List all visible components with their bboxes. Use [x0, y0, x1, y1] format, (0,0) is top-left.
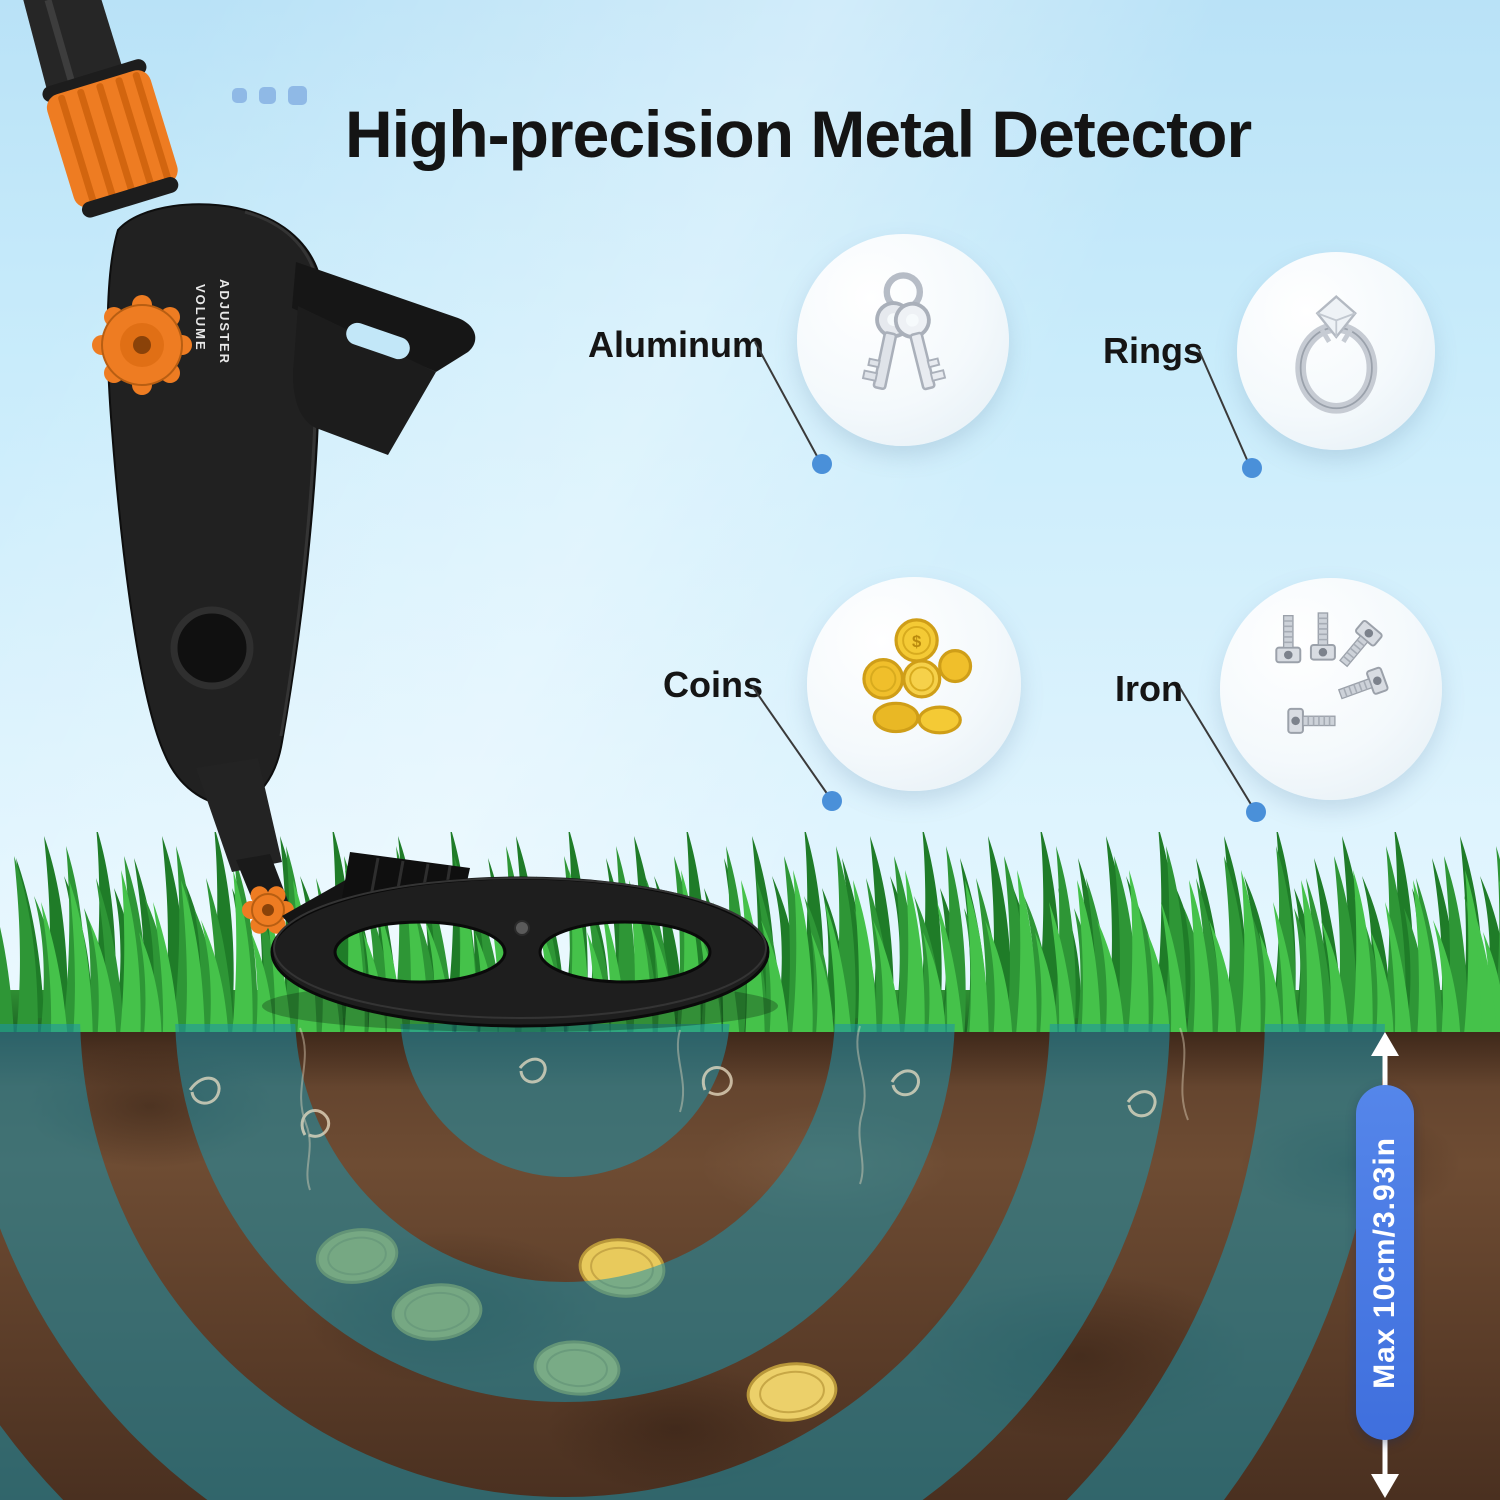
gold-coins-icon: $	[862, 618, 973, 735]
callout-label-iron: Iron	[1115, 668, 1183, 709]
soil-section	[0, 1020, 1500, 1500]
keys-icon	[861, 271, 946, 390]
callout-circle-aluminum	[797, 234, 1009, 446]
callout-circle-iron	[1220, 578, 1442, 800]
depth-label-pill: Max 10cm/3.93in	[1356, 1085, 1414, 1440]
callout-label-coins: Coins	[663, 664, 764, 705]
depth-indicator: Max 10cm/3.93in	[1340, 1030, 1430, 1500]
title-dots-icon	[232, 86, 307, 105]
callout-circle-coins: $	[807, 577, 1021, 791]
callout-circle-rings	[1237, 252, 1435, 450]
depth-label: Max 10cm/3.93in	[1368, 1136, 1401, 1389]
screws-bolts-icon	[1275, 612, 1390, 734]
callout-label-aluminum: Aluminum	[588, 324, 764, 365]
svg-text:$: $	[912, 632, 922, 651]
diamond-ring-icon	[1295, 294, 1377, 414]
page-title: High-precision Metal Detector	[345, 97, 1252, 172]
callout-label-rings: Rings	[1103, 330, 1204, 371]
